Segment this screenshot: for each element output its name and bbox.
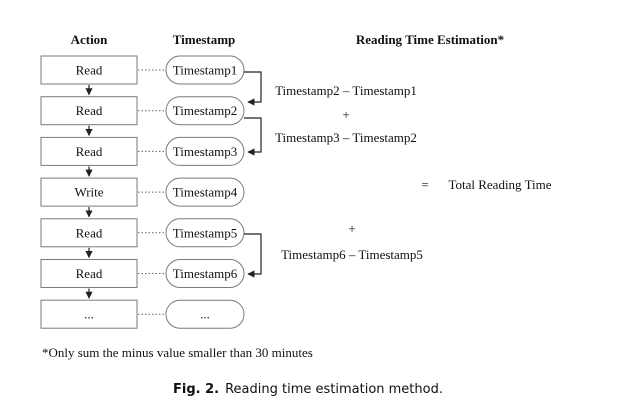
timestamp-label: Timestamp6 — [173, 266, 238, 281]
equals-sign: = — [421, 177, 428, 192]
action-label: Read — [76, 103, 103, 118]
action-box — [40, 299, 138, 329]
timestamp-column-header: Timestamp — [173, 32, 236, 47]
timestamp-pill — [165, 259, 245, 288]
estimation-term-2: Timestamp3 – Timestamp2 — [275, 130, 417, 145]
bracket-connector-1-2 — [244, 71, 262, 106]
caption-text: Reading time estimation method. — [225, 382, 443, 397]
caption-label: Fig. 2. — [173, 382, 219, 397]
timestamp-pill — [165, 218, 245, 248]
timestamp-label: Timestamp5 — [173, 225, 238, 240]
timestamp-pill — [165, 177, 245, 207]
action-label: Read — [76, 225, 103, 240]
bracket-connector-5-6 — [244, 233, 262, 278]
timestamp-label: Timestamp2 — [173, 103, 238, 118]
action-box — [40, 136, 138, 166]
estimation-term-1: Timestamp2 – Timestamp1 — [275, 83, 417, 98]
estimation-term-3: Timestamp6 – Timestamp5 — [281, 247, 423, 262]
timestamp-label: Timestamp4 — [173, 185, 238, 200]
estimation-column-header: Reading Time Estimation* — [356, 32, 504, 47]
action-box — [40, 96, 138, 126]
action-box — [40, 55, 138, 85]
action-label: Write — [74, 185, 103, 200]
timestamp-label: Timestamp1 — [173, 63, 238, 78]
action-label: Read — [76, 144, 103, 159]
action-label: Read — [76, 266, 103, 281]
action-box — [40, 218, 138, 248]
action-label: ... — [84, 307, 94, 322]
footnote: *Only sum the minus value smaller than 3… — [42, 345, 313, 360]
action-column-header: Action — [71, 32, 109, 47]
plus-sign-1: + — [342, 107, 349, 122]
total-reading-time-label: Total Reading Time — [448, 177, 551, 192]
row: Read Timestamp3 — [40, 136, 245, 166]
timestamp-pill — [165, 96, 245, 126]
plus-sign-2: + — [348, 221, 355, 236]
row: Read Timestamp5 — [40, 218, 245, 248]
action-box — [40, 177, 138, 207]
timestamp-pill — [165, 299, 245, 329]
row: ...... — [40, 299, 245, 329]
bracket-connector-2-3 — [244, 117, 262, 156]
timestamp-pill — [165, 55, 245, 85]
row: Read Timestamp2 — [40, 96, 245, 126]
timestamp-label: ... — [200, 307, 210, 322]
timestamp-pill — [165, 136, 245, 166]
action-box — [40, 259, 138, 288]
row: Read Timestamp6 — [40, 259, 245, 288]
row: Write Timestamp4 — [40, 177, 245, 207]
action-label: Read — [76, 63, 103, 78]
timestamp-label: Timestamp3 — [173, 144, 238, 159]
row: Read Timestamp1 — [40, 55, 245, 85]
figure-caption: Fig. 2. Reading time estimation method. — [173, 382, 443, 397]
